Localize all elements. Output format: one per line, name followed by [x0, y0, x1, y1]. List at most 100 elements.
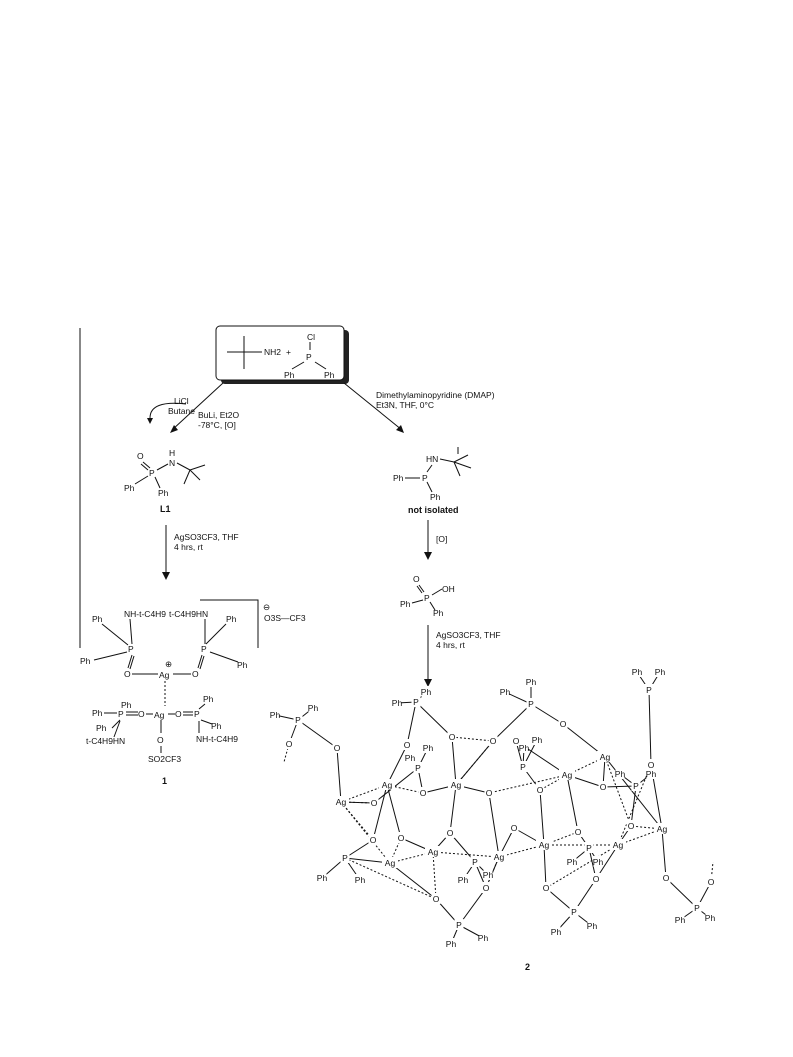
atom-label: O — [486, 788, 493, 798]
ligand-l1-structure: O P H N Ph Ph L1 — [124, 448, 206, 514]
atom-label: Ph — [124, 483, 135, 493]
byproduct-text: LiCl — [174, 396, 189, 406]
label-background — [284, 738, 294, 749]
label-background — [478, 932, 488, 943]
label-background — [317, 872, 327, 883]
label-background — [597, 751, 613, 762]
atom-label: P — [633, 781, 639, 791]
bond-line — [372, 784, 388, 841]
coordination-contact — [283, 743, 290, 763]
atom-label: O — [137, 451, 144, 461]
atom-label: O — [398, 833, 405, 843]
label-background — [293, 714, 303, 725]
label-background — [423, 742, 433, 753]
atom-label: Ph — [308, 703, 319, 713]
atom-label: P — [646, 685, 652, 695]
label-background — [484, 787, 494, 798]
atom-label: Ph — [226, 614, 237, 624]
coordination-contact — [617, 764, 652, 846]
atom-label: Ph — [567, 857, 578, 867]
atom-label: Ph — [92, 614, 103, 624]
label-background — [368, 834, 378, 845]
bond-line — [297, 719, 338, 749]
atom-label: Ph — [483, 870, 494, 880]
atom-label: Ph — [632, 667, 643, 677]
bond-line — [344, 839, 374, 859]
label-background — [355, 874, 365, 885]
label-background — [646, 759, 656, 770]
atom-label: Ag — [657, 824, 668, 834]
atom-label: Ag — [154, 710, 165, 720]
amide-label: t-C4H9HN — [169, 609, 208, 619]
charge-minus: ⊖ — [263, 602, 270, 612]
atom-label: Ph — [615, 769, 626, 779]
triflate-label: O3S—CF3 — [264, 613, 306, 623]
plus-sign: + — [286, 347, 291, 357]
atom-label: O — [648, 760, 655, 770]
bond-line — [389, 862, 437, 900]
label-background — [661, 872, 671, 883]
label-background — [644, 684, 654, 695]
label-background — [396, 832, 406, 843]
label-background — [518, 761, 528, 772]
atom-label: Ph — [526, 677, 537, 687]
condition-text: 4 hrs, rt — [436, 640, 465, 650]
label-background — [598, 781, 608, 792]
atom-label: Ph — [551, 927, 562, 937]
atom-label: P — [586, 843, 592, 853]
condition-text: Et3N, THF, 0°C — [376, 400, 434, 410]
atom-label: Ph — [430, 492, 441, 502]
atom-label: Ph — [446, 939, 457, 949]
coordination-contact — [340, 801, 374, 841]
atom-label: O — [593, 874, 600, 884]
coordination-contact — [604, 756, 632, 827]
atom-label: P — [128, 644, 134, 654]
amine-label: NH2 — [264, 347, 281, 357]
label-background — [646, 768, 656, 779]
bond-line — [455, 740, 494, 786]
amide-label: NH-t-C4H9 — [124, 609, 166, 619]
condition-text: [O] — [436, 534, 447, 544]
atom-label: Ph — [158, 488, 169, 498]
bond-line — [530, 703, 564, 725]
atom-label: P — [528, 699, 534, 709]
atom-label: O — [138, 709, 145, 719]
condition-text: BuLi, Et2O — [198, 410, 239, 420]
label-background — [488, 735, 498, 746]
label-background — [536, 839, 552, 850]
label-background — [340, 852, 350, 863]
label-background — [591, 873, 601, 884]
coordination-contact — [344, 857, 437, 900]
label-background — [655, 666, 665, 677]
atom-label: Ph — [393, 473, 404, 483]
atom-label: P — [422, 473, 428, 483]
label-background — [369, 797, 379, 808]
triflyl-label: SO2CF3 — [148, 754, 181, 764]
label-background — [481, 882, 491, 893]
atom-label: P — [694, 903, 700, 913]
phosphorus-label: P — [306, 352, 312, 362]
atom-label: Ag — [382, 780, 393, 790]
atom-label: Ph — [423, 743, 434, 753]
label-background — [511, 735, 521, 746]
atom-label: Ag — [539, 840, 550, 850]
silver-complex-1: ⊖ O3S—CF3 Ph NH-t-C4H9 t-C4H9HN Ph P P P… — [80, 599, 306, 786]
atom-label: O — [192, 669, 199, 679]
atom-label: Ph — [270, 710, 281, 720]
compound-label-l1: L1 — [160, 504, 171, 514]
label-background — [631, 780, 641, 791]
atom-label: P — [424, 593, 430, 603]
atom-label: O — [286, 739, 293, 749]
bond-line — [415, 701, 453, 738]
atom-label: Ph — [405, 753, 416, 763]
atom-label: O — [560, 719, 567, 729]
label-background — [675, 914, 685, 925]
right-route: Dimethylaminopyridine (DMAP) Et3N, THF, … — [343, 382, 501, 687]
label-background — [615, 768, 625, 779]
atom-label: O — [175, 709, 182, 719]
label-background — [526, 676, 536, 687]
label-background — [626, 820, 636, 831]
atom-label: Ph — [655, 667, 666, 677]
atom-label: O — [490, 736, 497, 746]
